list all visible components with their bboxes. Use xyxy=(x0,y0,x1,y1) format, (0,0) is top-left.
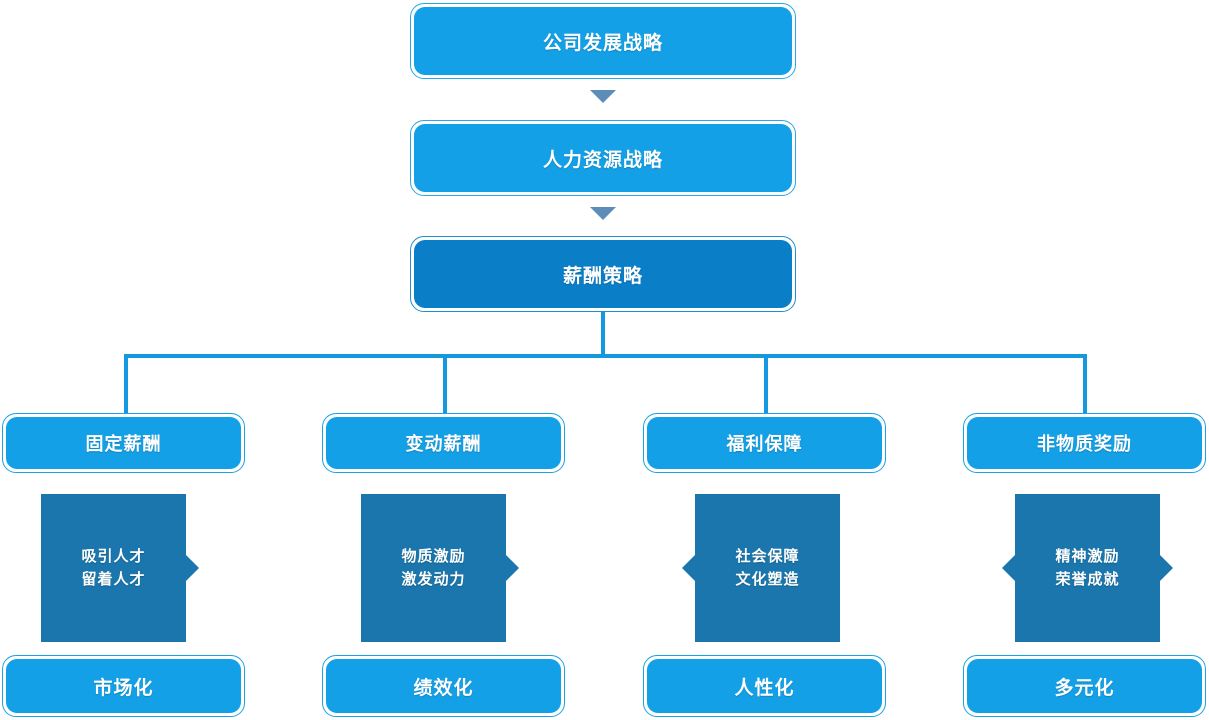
callout-line: 荣誉成就 xyxy=(1055,570,1120,588)
column-header-label: 非物质奖励 xyxy=(967,417,1202,469)
column-footer-label: 多元化 xyxy=(967,659,1202,713)
connector-drop-1 xyxy=(124,354,128,416)
column-header-nonmaterial-rewards[interactable]: 非物质奖励 xyxy=(963,413,1206,473)
callout-line: 激发动力 xyxy=(401,570,466,588)
down-triangle-icon xyxy=(590,207,616,220)
callout-variable-pay: 物质激励 激发动力 xyxy=(361,494,529,642)
column-footer-label: 市场化 xyxy=(6,659,241,713)
callout-line: 物质激励 xyxy=(401,546,466,565)
node-label: 公司发展战略 xyxy=(414,7,792,75)
column-header-label: 变动薪酬 xyxy=(326,417,561,469)
column-footer-humanization[interactable]: 人性化 xyxy=(643,655,886,717)
callout-line: 留着人才 xyxy=(81,570,146,588)
node-label: 人力资源战略 xyxy=(414,124,792,192)
callout-line: 文化塑造 xyxy=(735,570,800,588)
column-footer-label: 绩效化 xyxy=(326,659,561,713)
node-label: 薪酬策略 xyxy=(414,240,792,308)
column-header-fixed-pay[interactable]: 固定薪酬 xyxy=(2,413,245,473)
node-hr-strategy[interactable]: 人力资源战略 xyxy=(410,120,796,196)
callout-line: 精神激励 xyxy=(1055,546,1120,565)
callout-tab-left-icon xyxy=(682,555,695,581)
callout-nonmaterial-rewards: 精神激励 荣誉成就 xyxy=(1002,494,1192,642)
column-footer-performance[interactable]: 绩效化 xyxy=(322,655,565,717)
node-company-development-strategy[interactable]: 公司发展战略 xyxy=(410,3,796,79)
column-footer-marketization[interactable]: 市场化 xyxy=(2,655,245,717)
column-header-label: 福利保障 xyxy=(647,417,882,469)
connector-drop-2 xyxy=(443,354,447,416)
callout-line: 吸引人才 xyxy=(81,546,146,565)
connector-drop-3 xyxy=(764,354,768,416)
column-header-benefits[interactable]: 福利保障 xyxy=(643,413,886,473)
node-compensation-strategy[interactable]: 薪酬策略 xyxy=(410,236,796,312)
column-footer-label: 人性化 xyxy=(647,659,882,713)
down-triangle-icon xyxy=(590,90,616,103)
callout-benefits: 社会保障 文化塑造 xyxy=(682,494,850,642)
callout-fixed-pay: 吸引人才 留着人才 xyxy=(41,494,209,642)
callout-tab-right-icon xyxy=(506,555,519,581)
callout-line: 社会保障 xyxy=(735,546,800,565)
callout-tab-right-icon xyxy=(186,555,199,581)
column-header-label: 固定薪酬 xyxy=(6,417,241,469)
column-footer-diversification[interactable]: 多元化 xyxy=(963,655,1206,717)
connector-bus xyxy=(124,354,1087,358)
callout-tab-right-icon xyxy=(1160,555,1173,581)
column-header-variable-pay[interactable]: 变动薪酬 xyxy=(322,413,565,473)
connector-stem xyxy=(601,312,605,356)
callout-tab-left-icon xyxy=(1002,555,1015,581)
connector-drop-4 xyxy=(1083,354,1087,416)
